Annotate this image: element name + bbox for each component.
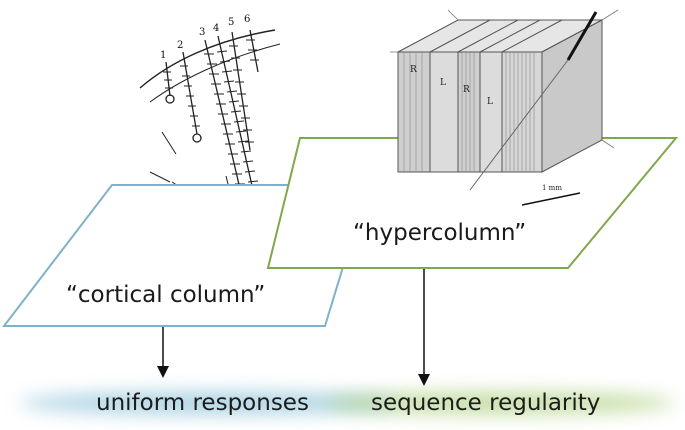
track-number-4: 4	[213, 23, 219, 34]
hypercolumn-label: “hypercolumn”	[353, 220, 527, 246]
cortical-column-label: “cortical column”	[66, 282, 266, 308]
slab-label-2: L	[440, 78, 446, 88]
slab-label-1: R	[410, 65, 417, 75]
slab-label-4: L	[487, 97, 493, 107]
slab-label-3: R	[463, 85, 470, 95]
sequence-regularity-label: sequence regularity	[371, 390, 601, 416]
glow-sequence-regularity	[325, 392, 675, 414]
track-number-1: 1	[160, 50, 166, 61]
track-number-6: 6	[244, 14, 250, 25]
cortical-column-plane	[1, 184, 370, 327]
uniform-responses-label: uniform responses	[96, 390, 309, 416]
scale-bar-label: 1 mm	[542, 184, 562, 192]
track-number-2: 2	[177, 40, 183, 51]
track-number-3: 3	[199, 27, 205, 38]
glow-uniform-responses	[20, 392, 400, 414]
hypercolumn-block-illustration	[390, 9, 619, 206]
track-number-labels: 1 2 3 4 5 6	[160, 14, 250, 61]
track-number-5: 5	[228, 17, 234, 28]
slab-labels: R L R L 1 mm	[410, 65, 562, 192]
